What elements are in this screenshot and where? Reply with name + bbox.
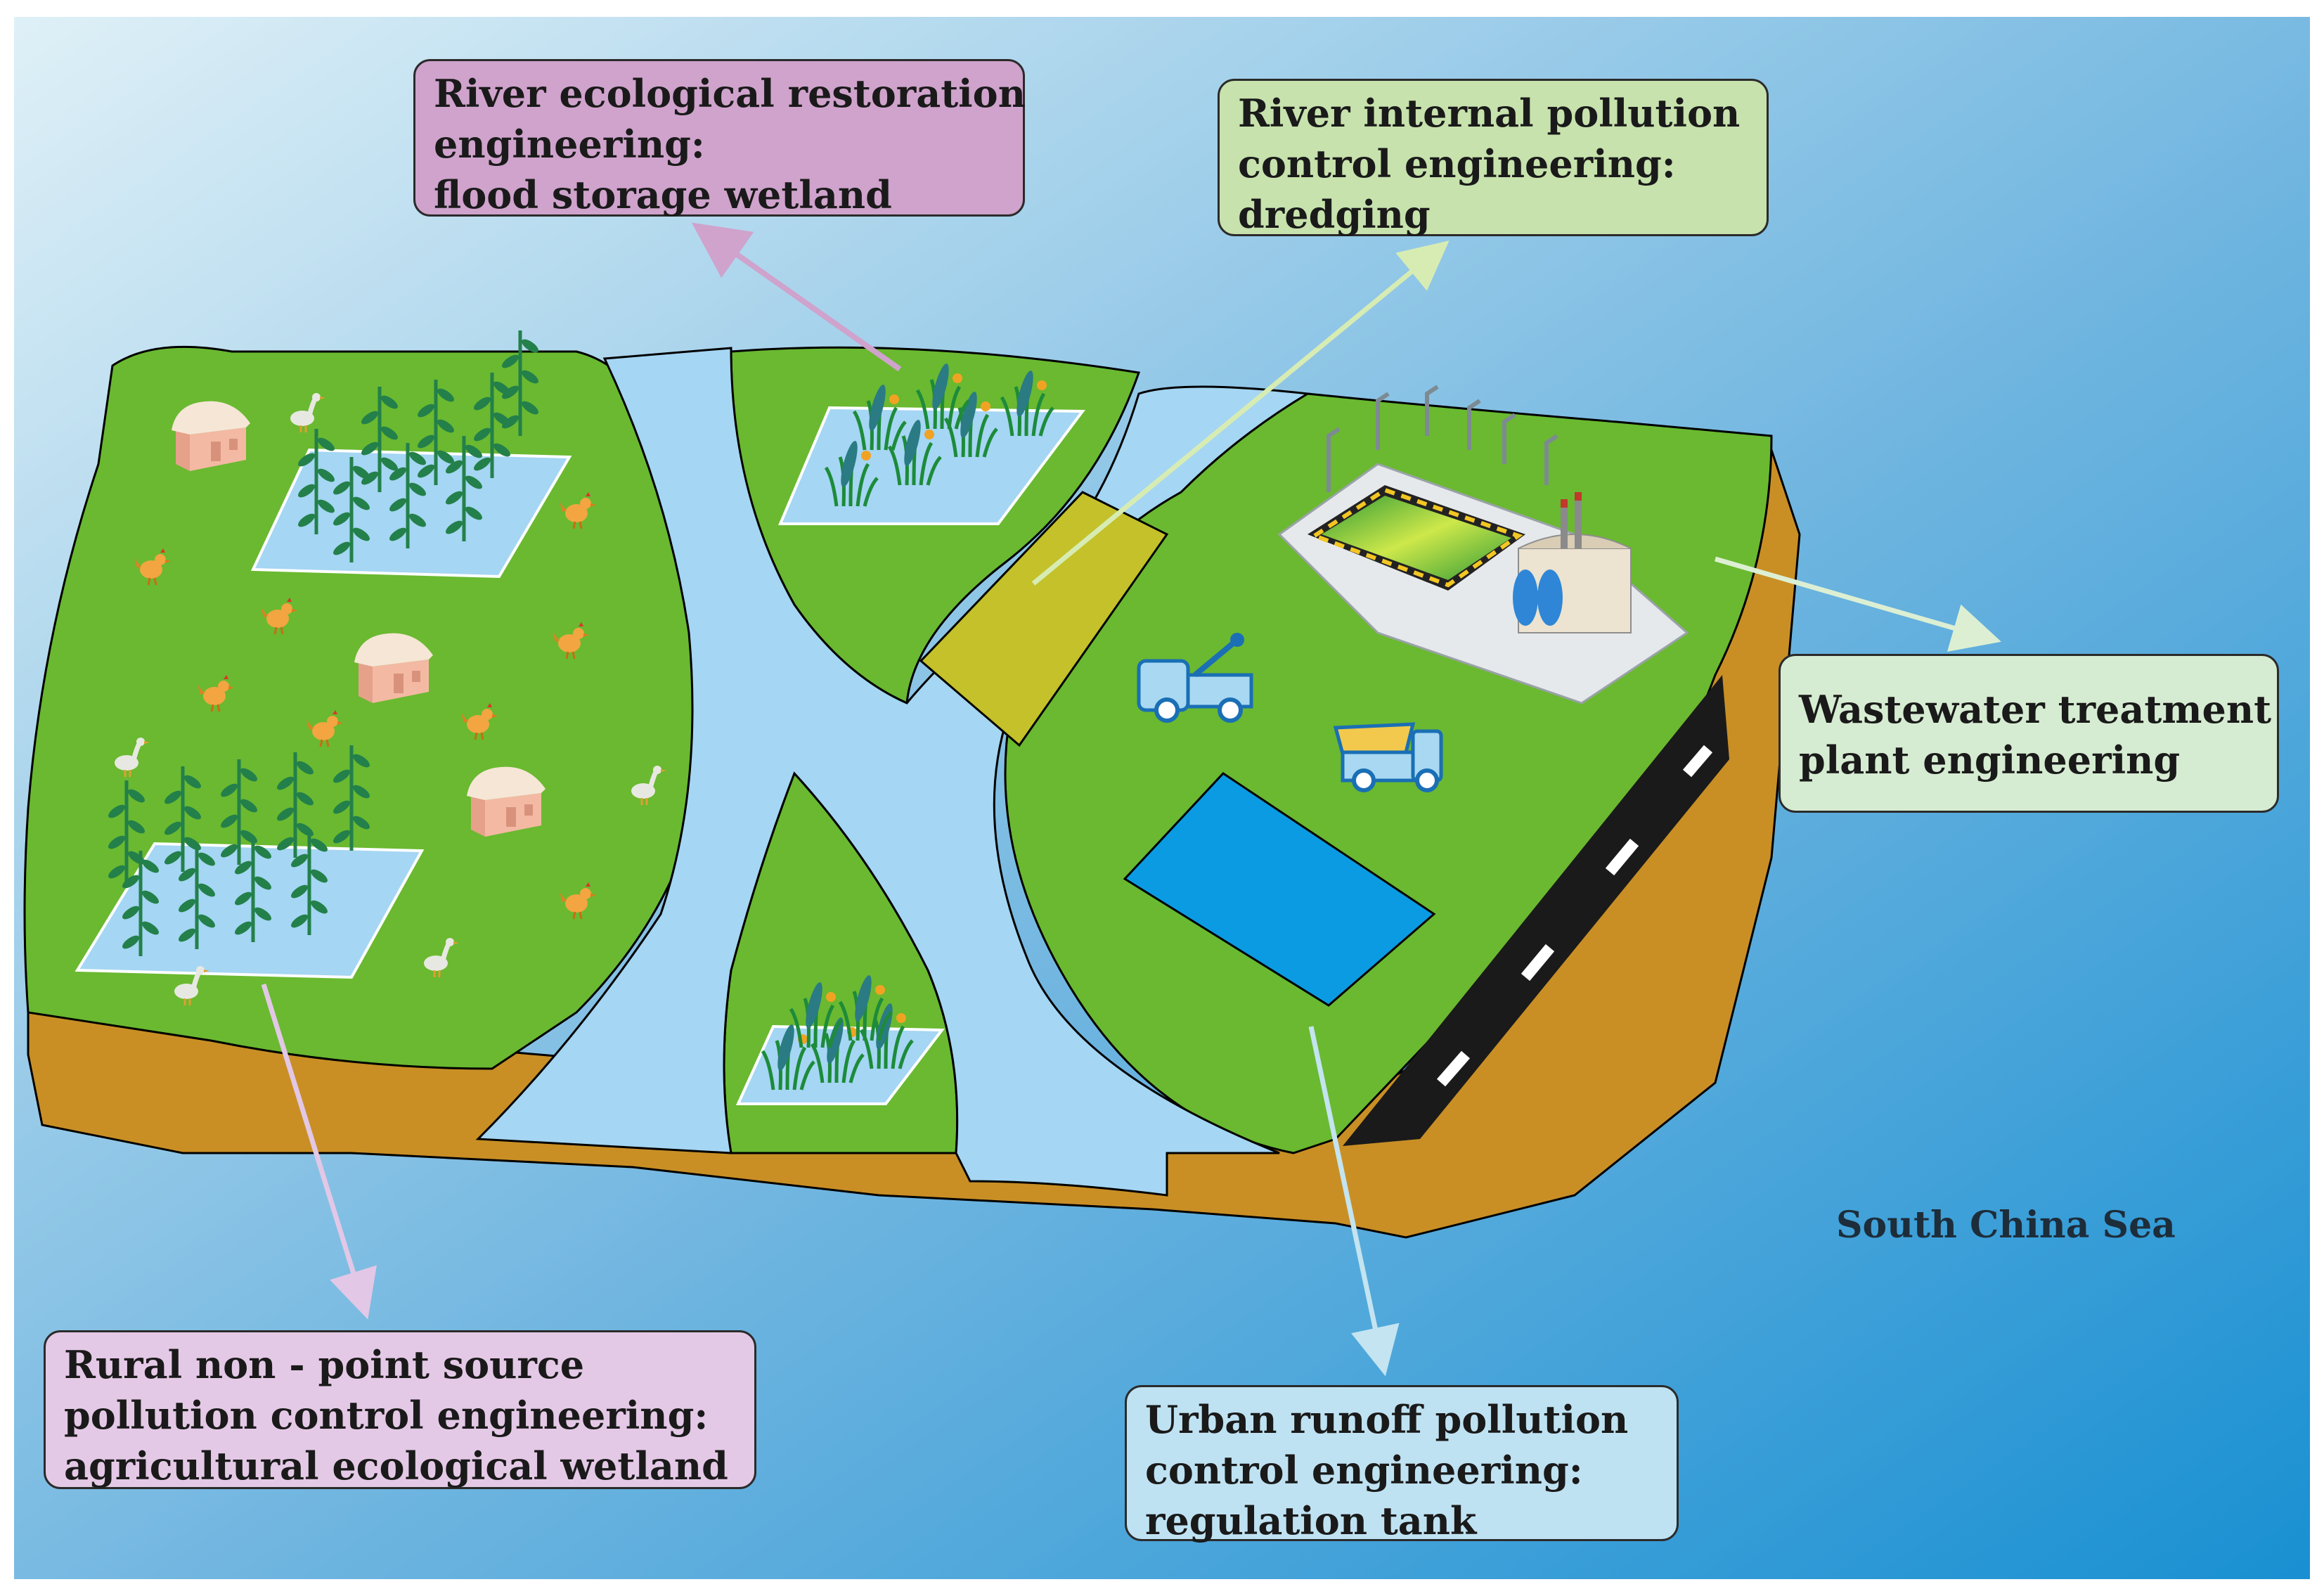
callout-line: Rural non - point source (64, 1342, 585, 1387)
callout-line: agricultural ecological wetland (64, 1443, 728, 1488)
dredging-field (919, 491, 1169, 747)
arrow-dredging (1031, 240, 1450, 586)
regulation-tank (1123, 772, 1436, 1007)
dump-truck (1333, 722, 1443, 792)
callout-river-ecological-restoration: River ecological restoration engineering… (413, 59, 1026, 217)
callout-line: regulation tank (1145, 1498, 1477, 1543)
callout-line: engineering: (434, 122, 705, 167)
road-markings (1436, 745, 1713, 1087)
arrow-wastewater (1715, 556, 2001, 652)
callout-line: Wastewater treatment (1799, 687, 2272, 732)
pond-wetland-top (777, 406, 1085, 525)
callout-line: dredging (1238, 192, 1431, 237)
callout-line: pollution control engineering: (64, 1393, 709, 1438)
callout-river-internal-pollution: River internal pollution control enginee… (1218, 79, 1769, 237)
wastewater-plant (1277, 385, 1689, 704)
sea-label: South China Sea (1836, 1204, 2176, 1247)
callout-line: Urban runoff pollution (1145, 1397, 1629, 1442)
callout-line: control engineering: (1238, 141, 1676, 186)
road (1343, 675, 1729, 1146)
callout-line: control engineering: (1145, 1448, 1583, 1493)
arrow-urban-runoff (1308, 1026, 1400, 1377)
callout-line: plant engineering (1799, 738, 2181, 783)
callout-wastewater-treatment: Wastewater treatment plant engineering (1778, 654, 2279, 813)
crane-truck (1137, 633, 1253, 723)
pond-left-bottom (75, 842, 425, 979)
callout-line: River internal pollution (1238, 91, 1741, 136)
callout-urban-runoff: Urban runoff pollution control engineeri… (1125, 1385, 1679, 1543)
callout-line: River ecological restoration (434, 71, 1026, 116)
callout-line: flood storage wetland (434, 172, 892, 217)
arrow-rural (261, 983, 377, 1320)
callout-rural-non-point: Rural non - point source pollution contr… (44, 1330, 756, 1489)
arrow-river-restoration (691, 222, 902, 372)
